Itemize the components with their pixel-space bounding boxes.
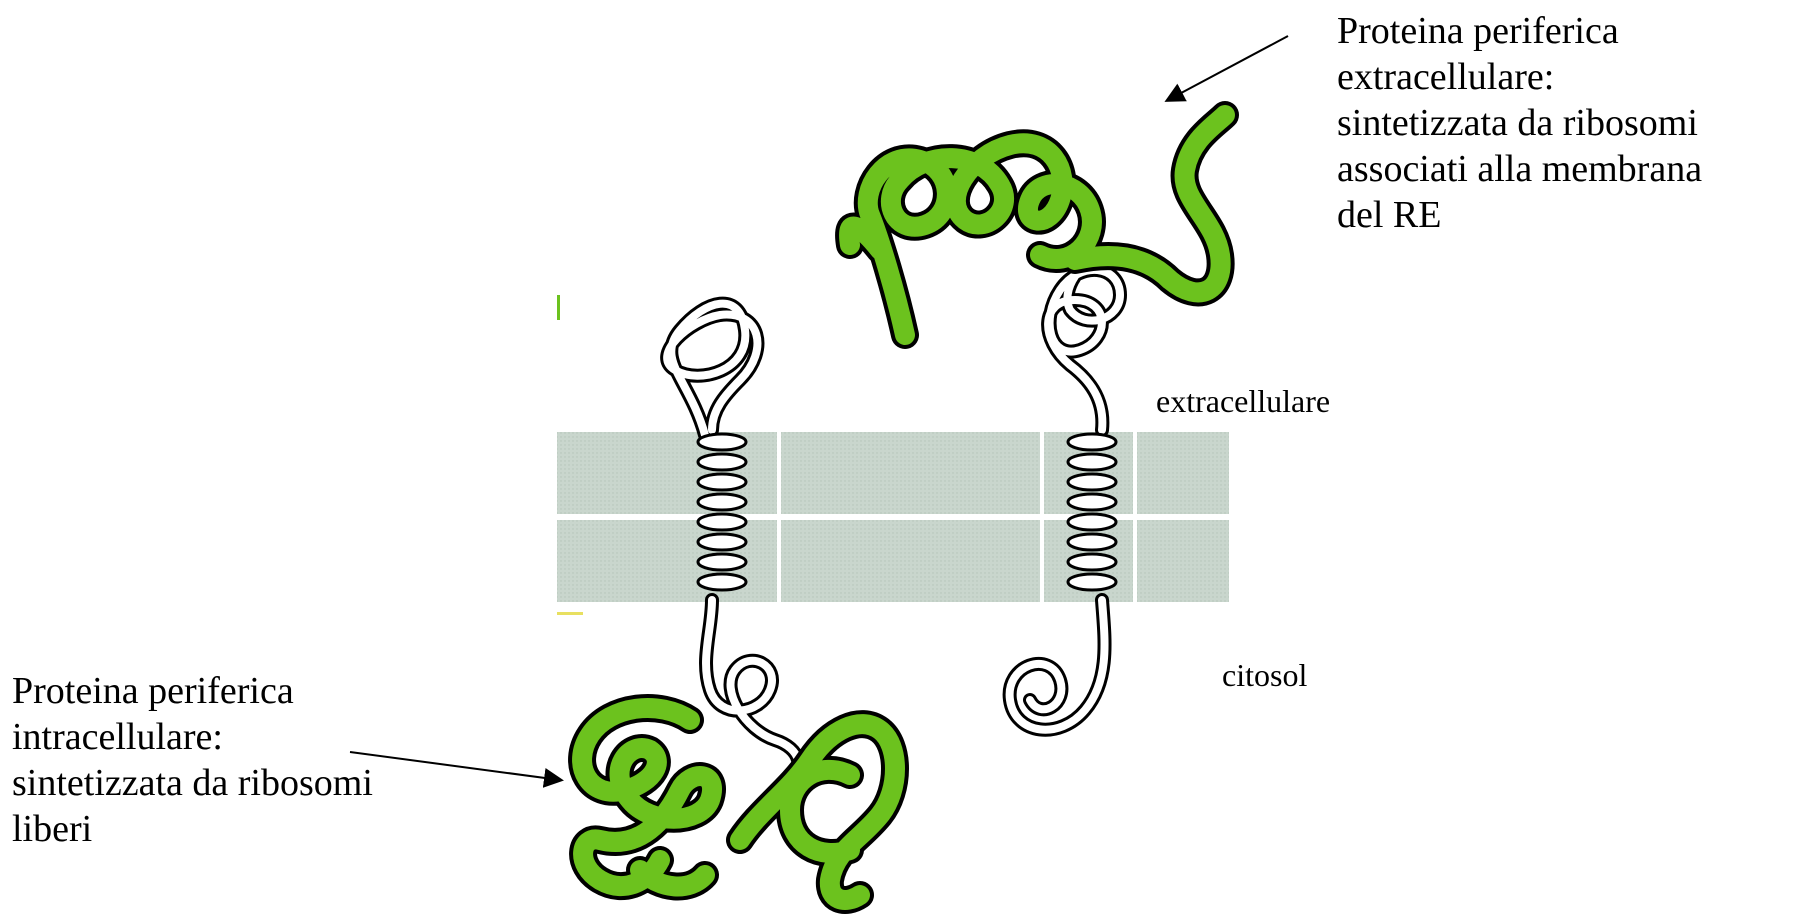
label-line: sintetizzata da ribosomi bbox=[12, 760, 373, 806]
label-line: Proteina periferica bbox=[12, 668, 373, 714]
label-line: extracellulare: bbox=[1337, 54, 1702, 100]
label-extracellular-side: extracellulare bbox=[1156, 378, 1330, 424]
label-line: sintetizzata da ribosomi bbox=[1337, 100, 1702, 146]
peripheral-protein-intracellular bbox=[582, 708, 895, 900]
label-line: Proteina periferica bbox=[1337, 8, 1702, 54]
label-cytosol-side: citosol bbox=[1222, 652, 1307, 698]
arrow-to-intracellular-protein bbox=[350, 752, 560, 780]
arrow-to-extracellular-protein bbox=[1168, 36, 1288, 100]
label-line: del RE bbox=[1337, 192, 1702, 238]
label-line: liberi bbox=[12, 806, 373, 852]
label-line: associati alla membrana bbox=[1337, 146, 1702, 192]
label-extracellular-peripheral-protein: Proteina periferica extracellulare: sint… bbox=[1337, 8, 1702, 238]
label-line: intracellulare: bbox=[12, 714, 373, 760]
membrane-outer-leaflet bbox=[557, 432, 1229, 514]
label-intracellular-peripheral-protein: Proteina periferica intracellulare: sint… bbox=[12, 668, 373, 852]
lipid-bilayer bbox=[557, 295, 1229, 615]
membrane-inner-leaflet bbox=[557, 520, 1229, 602]
peripheral-protein-extracellular bbox=[849, 115, 1225, 335]
